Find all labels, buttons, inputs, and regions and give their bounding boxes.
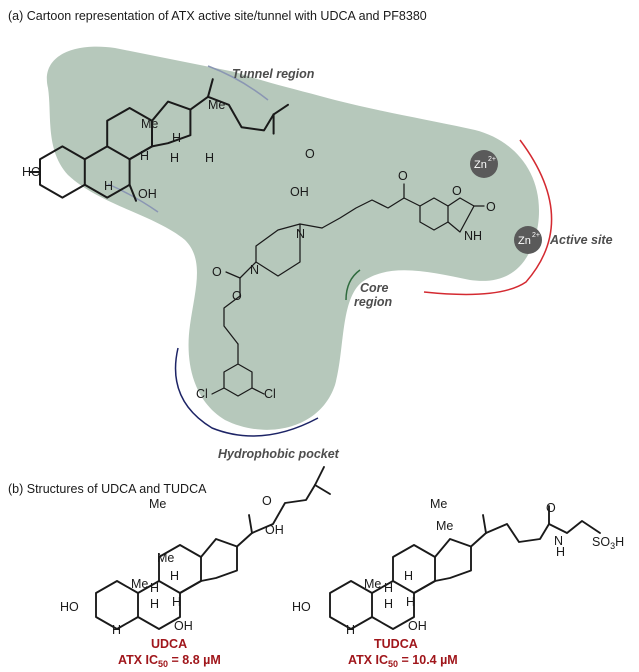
tunnel-region-label: Tunnel region (232, 67, 315, 81)
udca-oh: OH (174, 619, 193, 633)
udca-pocket-me-1: Me (141, 117, 158, 131)
core-region-arc (345, 269, 361, 301)
tudca-h-4: H (406, 595, 415, 609)
zinc-ion-1: Zn 2+ (470, 150, 498, 178)
tudca-ic50: ATX IC50 = 10.4 µM (348, 653, 458, 669)
udca-me-1: Me (157, 551, 174, 565)
udca-pocket-h-3: H (170, 151, 179, 165)
tudca-me-3: Me (430, 497, 447, 511)
tudca-amide-o: O (546, 501, 556, 515)
udca-acid-o: O (262, 494, 272, 508)
pf8380-ketone-o: O (398, 169, 408, 183)
core-region-label-2: region (354, 295, 393, 309)
pf8380-carbonyl-o: O (486, 200, 496, 214)
zinc-ion-2: Zn 2+ (514, 226, 542, 254)
svg-text:2+: 2+ (532, 232, 540, 239)
udca-ho: HO (60, 600, 79, 614)
pf8380-n-2: N (250, 263, 259, 277)
tudca-me-1: Me (436, 519, 453, 533)
udca-pocket-ho: HO (22, 165, 41, 179)
pf8380-n-1: N (296, 227, 305, 241)
udca-h-5: H (112, 623, 121, 637)
tudca-so3h: SO3H (592, 535, 624, 551)
udca-pocket-oh: OH (138, 187, 157, 201)
pf8380-structure (211, 183, 485, 397)
udca-in-pocket-structure (29, 78, 290, 202)
active-site-arc (423, 139, 553, 296)
udca-pocket-h-5: H (104, 179, 113, 193)
svg-text:Zn: Zn (518, 235, 531, 247)
tudca-structure (329, 505, 601, 630)
udca-pocket-h-2: H (140, 149, 149, 163)
udca-pocket-acid-oh: OH (290, 185, 309, 199)
udca-pocket-me-2: Me (208, 98, 225, 112)
tudca-h-1: H (384, 581, 393, 595)
svg-text:2+: 2+ (488, 156, 496, 163)
tudca-name: TUDCA (374, 637, 418, 651)
pf8380-ring-o: O (452, 184, 462, 198)
tudca-h-5: H (346, 623, 355, 637)
tudca-nh-h: H (556, 545, 565, 559)
tudca-oh: OH (408, 619, 427, 633)
udca-pocket-h-1: H (172, 131, 181, 145)
tunnel-region-arc (207, 65, 269, 101)
active-site-label: Active site (549, 233, 613, 247)
udca-me-2: Me (131, 577, 148, 591)
tudca-h-2: H (404, 569, 413, 583)
svg-text:Zn: Zn (474, 159, 487, 171)
udca-h-1: H (150, 581, 159, 595)
core-region-label-1: Core (360, 281, 389, 295)
udca-acid-oh: OH (265, 523, 284, 537)
udca-ic50: ATX IC50 = 8.8 µM (118, 653, 221, 669)
pf8380-carbamate-o-2: O (232, 289, 242, 303)
udca-name: UDCA (151, 637, 187, 651)
caption-a: (a) Cartoon representation of ATX active… (8, 9, 427, 23)
udca-pocket-h-4: H (205, 151, 214, 165)
pf8380-carbamate-o-1: O (212, 265, 222, 279)
pf8380-cl-2: Cl (196, 387, 208, 401)
udca-h-3: H (150, 597, 159, 611)
udca-h-4: H (172, 595, 181, 609)
tudca-ho: HO (292, 600, 311, 614)
tudca-n: N (554, 534, 563, 548)
udca-h-2: H (170, 569, 179, 583)
udca-pocket-o: O (305, 147, 315, 161)
pf8380-nh: NH (464, 229, 482, 243)
udca-me-3: Me (149, 497, 166, 511)
hydrophobic-pocket-label: Hydrophobic pocket (218, 447, 340, 461)
tudca-me-2: Me (364, 577, 381, 591)
udca-structure (95, 466, 331, 630)
caption-b: (b) Structures of UDCA and TUDCA (8, 482, 207, 496)
hydrophobic-pocket-arc (174, 347, 319, 437)
pf8380-cl-1: Cl (264, 387, 276, 401)
tudca-h-3: H (384, 597, 393, 611)
